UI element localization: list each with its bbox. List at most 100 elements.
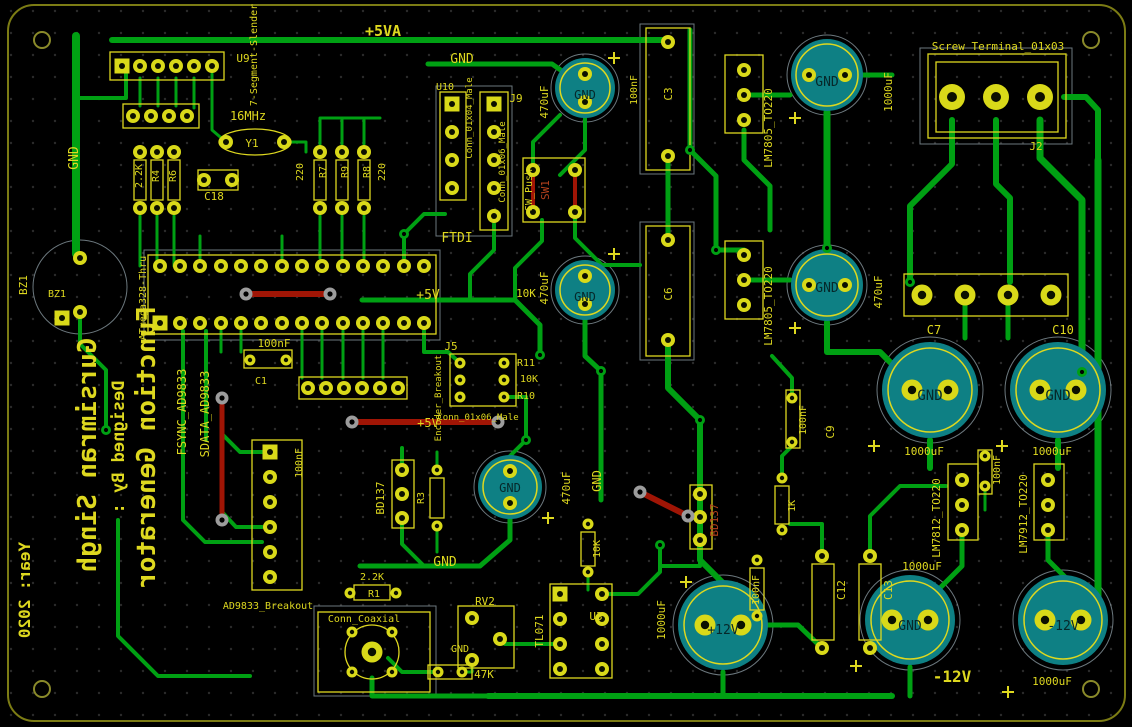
silkscreen-label: 47K [474, 668, 494, 681]
silkscreen-label: J9 [509, 92, 522, 105]
capacitor-body [882, 342, 978, 438]
capacitor-body [678, 580, 768, 670]
silkscreen-label: RV2 [475, 595, 495, 608]
silkscreen-label: 100nF [257, 337, 290, 350]
silkscreen-label: GND [815, 75, 839, 90]
silkscreen-label: 470uF [560, 471, 573, 504]
silkscreen-label: C3 [662, 87, 675, 100]
silkscreen-label: 470uF [538, 85, 551, 118]
silkscreen-label: +12V [707, 623, 738, 638]
silkscreen-label: R1 [368, 589, 380, 600]
silkscreen-label: Conn_01x06_Male [498, 121, 508, 202]
silkscreen-label: Encoder_Breakout [434, 355, 444, 442]
silkscreen-label: SW_Push [524, 169, 535, 211]
capacitor-body [791, 39, 863, 111]
silkscreen-label: 470uF [872, 275, 885, 308]
silkscreen-label: U9 [236, 52, 249, 65]
silkscreen-label: GND [67, 146, 82, 170]
silkscreen-label: Function Generator [132, 306, 162, 588]
mounting-hole [1082, 680, 1100, 698]
mounting-holes [33, 31, 1100, 698]
silkscreen-label: 100nF [629, 75, 640, 105]
silkscreen-label: AD9833_Breakout [223, 601, 313, 612]
silkscreen-label: 1000uF [904, 445, 944, 458]
silkscreen-label: 1000uF [882, 72, 895, 112]
silkscreen-label: R4 [151, 170, 162, 182]
capacitor-body [865, 575, 955, 665]
silkscreen-label: 1000uF [1032, 445, 1072, 458]
silkscreen-label: C6 [662, 287, 675, 300]
silkscreen-label: C1 [255, 376, 267, 387]
silkscreen-label: ATmega328-Thru [138, 256, 149, 340]
silkscreen-label: R7 [318, 166, 329, 178]
silkscreen-label: GND [590, 470, 604, 492]
silkscreen-label: 100nF [294, 448, 305, 478]
silkscreen-label: GND [917, 388, 942, 404]
silkscreen-label: 100nF [798, 405, 809, 435]
mounting-hole [33, 680, 51, 698]
silkscreen-label: 7-Segment-Slender [249, 4, 260, 106]
silkscreen-label: C9 [824, 425, 837, 438]
silkscreen-label: LM7805_TO220 [762, 266, 775, 345]
silkscreen-label: R6 [168, 170, 179, 182]
silkscreen-label: 100nF [751, 575, 762, 605]
silkscreen-label: 10K [520, 374, 538, 385]
silkscreen-label: GND [815, 281, 839, 296]
silkscreen-label: 220 [295, 163, 306, 181]
silkscreen-label: C18 [204, 190, 224, 203]
silkscreen-label: GND [451, 644, 469, 655]
silkscreen-label: 16MHz [230, 109, 266, 123]
silkscreen-label: LM7805_TO220 [762, 88, 775, 167]
silkscreen-label: Conn_01x06_Male [437, 413, 518, 423]
silkscreen-label: Designed By : [109, 380, 129, 513]
silkscreen-label: BZ1 [48, 289, 66, 300]
silkscreen-label: 2.2K [134, 164, 145, 188]
silkscreen-label: J5 [444, 340, 457, 353]
silkscreen-label: +5VA [365, 22, 401, 40]
silkscreen-layer [109, 27, 1069, 699]
silkscreen-label: -12V [1047, 619, 1078, 634]
silkscreen-label: LM7912_TO220 [1017, 474, 1030, 553]
silkscreen-label: GND [574, 290, 596, 304]
silkscreen-label: BD137 [374, 481, 387, 514]
silkscreen-label: 1000uF [655, 600, 668, 640]
silkscreen-label: J2 [1029, 140, 1042, 153]
capacitor-body [555, 260, 615, 320]
silkscreen-label: TL071 [533, 614, 546, 647]
silkscreen-label: GND [499, 481, 521, 495]
silkscreen-label: Conn_Coaxial [328, 614, 400, 625]
silkscreen-label: -12V [933, 667, 972, 686]
silkscreen-label: U3 [589, 610, 602, 623]
electrolytic-capacitors-layer [478, 39, 1108, 670]
silkscreen-label: GND [433, 555, 457, 570]
silkscreen-label: GND [574, 88, 596, 102]
silkscreen-label: 1K [787, 500, 798, 512]
silkscreen-label: GND [450, 52, 474, 67]
silkscreen-label: 1000uF [902, 560, 942, 573]
silkscreen-label: R8 [362, 166, 373, 178]
capacitor-body [478, 455, 542, 519]
silkscreen-label: BZ1 [17, 275, 30, 295]
silkscreen-label: R11 [517, 358, 535, 369]
capacitor-body [555, 58, 615, 118]
silkscreen-label: Conn_01x04_Male [465, 77, 475, 158]
silkscreen-label: 10K [592, 540, 603, 558]
silkscreen-label: C10 [1052, 323, 1074, 337]
silkscreen-label: Screw Terminal_01x03 [932, 40, 1064, 53]
silkscreen-label: BD137 [708, 503, 721, 536]
silkscreen-label: 220 [377, 163, 388, 181]
silkscreen-label: C13 [882, 580, 895, 600]
silkscreen-label: R9 [340, 166, 351, 178]
silkscreen-label: 1000uF [1032, 675, 1072, 688]
silkscreen-label: 10K [516, 287, 536, 300]
silkscreen-label: Gursimran Singh [73, 338, 103, 573]
capacitor-body [1018, 575, 1108, 665]
mounting-hole [33, 31, 51, 49]
silkscreen-label: U10 [436, 82, 454, 93]
silkscreen-label: +5V [416, 288, 440, 303]
silkscreen-label: SW1 [539, 180, 552, 200]
silkscreen-label: GND [898, 619, 922, 634]
